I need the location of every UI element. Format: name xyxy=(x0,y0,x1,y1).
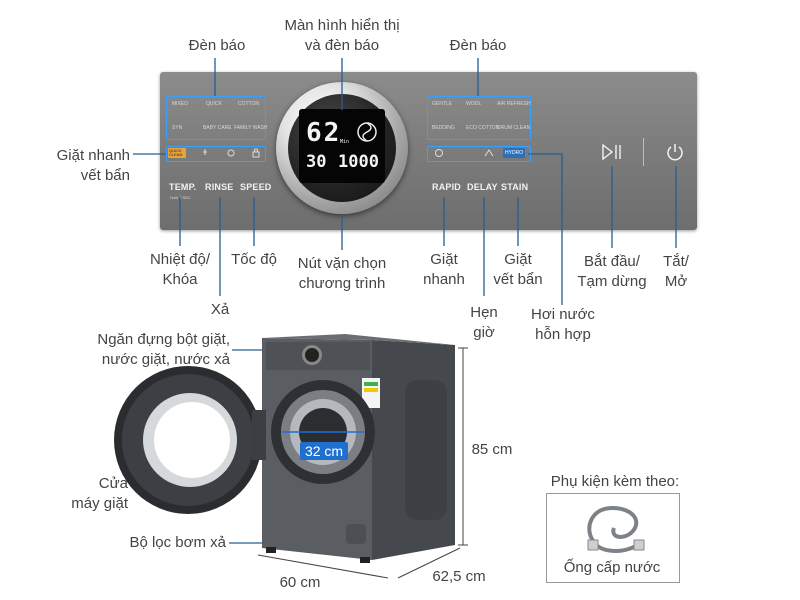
label-temp-line1: Nhiệt độ/ xyxy=(149,251,211,268)
program-gentle: GENTLE xyxy=(432,101,453,107)
rapid-icon xyxy=(435,149,443,157)
label-quick-stain-line1: Giặt nhanh xyxy=(56,147,130,164)
label-door-line1: Cửa xyxy=(98,475,128,492)
program-air-refresh: AIR REFRESH xyxy=(497,101,531,107)
quick-clean-chip-label: QUICK CLEAN xyxy=(169,148,183,157)
label-speed: Tốc độ xyxy=(231,251,277,268)
label-start-line1: Bắt đầu/ xyxy=(584,253,640,270)
dimension-width: 60 cm xyxy=(279,574,321,591)
label-rapid-line2: nhanh xyxy=(423,271,465,288)
label-delay-line1: Hẹn xyxy=(470,304,498,321)
display-min-unit: Min xyxy=(340,139,350,145)
label-power-line1: Tắt/ xyxy=(663,253,689,270)
label-display-line2: và đèn báo xyxy=(304,37,380,54)
display-spin-speed: 1000 xyxy=(338,152,379,172)
spin-icon xyxy=(227,149,235,157)
program-drum-clean: DRUM CLEAN xyxy=(497,125,531,131)
label-indicator-left: Đèn báo xyxy=(188,37,246,54)
label-stain-line2: vết bẩn xyxy=(493,271,543,288)
hydro-chip[interactable] xyxy=(503,148,525,158)
label-power-line2: Mở xyxy=(664,273,688,290)
label-detergent-line1: Ngăn đựng bột giặt, xyxy=(97,331,230,348)
program-baby-care: BABY CARE xyxy=(203,125,232,131)
display-time: 62 xyxy=(306,118,342,148)
dimension-height: 85 cm xyxy=(471,441,513,458)
program-bedding: BEDDING xyxy=(432,125,455,131)
label-temp-line2: Khóa xyxy=(162,271,198,288)
indicator-lights-right xyxy=(427,96,531,140)
label-stain-line1: Giặt xyxy=(504,251,532,268)
dimension-depth: 62,5 cm xyxy=(432,568,486,585)
program-syn: SYN xyxy=(172,125,183,131)
power-icon[interactable] xyxy=(665,142,685,162)
program-eco-cotton: ECO COTTON xyxy=(466,125,500,131)
door-diameter-label: 32 cm xyxy=(304,443,344,459)
speed-button[interactable]: SPEED xyxy=(240,182,272,192)
program-wool: WOOL xyxy=(466,101,482,107)
label-pump-filter: Bộ lọc bơm xả xyxy=(129,534,226,551)
delay-icon xyxy=(484,149,494,157)
label-display-line1: Màn hình hiển thị xyxy=(284,17,400,34)
accessory-item-label: Ống cấp nước xyxy=(563,559,661,576)
panel-divider xyxy=(643,138,644,166)
label-steam-line2: hỗn hợp xyxy=(535,326,591,343)
program-quick: QUICK xyxy=(206,101,222,107)
temperature-icon xyxy=(203,149,207,155)
stain-button[interactable]: STAIN xyxy=(501,182,529,192)
program-family-wash: FAMILY WASH xyxy=(234,125,268,131)
door-diameter-badge xyxy=(300,442,348,460)
label-steam-line1: Hơi nước xyxy=(531,306,595,323)
label-indicator-right: Đèn báo xyxy=(449,37,507,54)
delay-button[interactable]: DELAY xyxy=(467,182,498,192)
hydro-chip-label: HYDRO xyxy=(505,150,524,156)
label-quick-stain-line2: vết bẩn xyxy=(80,167,130,184)
label-start-line2: Tạm dừng xyxy=(577,273,647,290)
accessory-title: Phụ kiện kèm theo: xyxy=(550,473,680,490)
control-panel xyxy=(160,72,697,230)
lock-icon xyxy=(252,148,260,158)
rinse-button[interactable]: RINSE xyxy=(205,182,234,192)
play-pause-icon[interactable] xyxy=(601,142,623,162)
water-hose-icon xyxy=(587,505,645,553)
drum-swirl-icon xyxy=(357,122,377,142)
rapid-button[interactable]: RAPID xyxy=(432,182,462,192)
label-rapid-line1: Giặt xyxy=(430,251,458,268)
display-temperature: 30 xyxy=(306,152,327,172)
display-screen xyxy=(299,109,385,183)
program-cotton: COTTON xyxy=(238,101,260,107)
label-delay-line2: giờ xyxy=(473,324,495,341)
program-mixed: MIXED xyxy=(172,101,188,107)
label-knob-line2: chương trình xyxy=(298,275,386,292)
option-strip-left xyxy=(166,146,266,162)
label-door-line2: máy giặt xyxy=(71,495,128,512)
indicator-lights-left xyxy=(166,96,266,140)
quick-clean-chip[interactable] xyxy=(168,148,186,158)
temp-button[interactable]: TEMP. xyxy=(169,182,197,192)
label-knob-line1: Nút vặn chọn xyxy=(297,255,387,272)
label-rinse: Xả xyxy=(210,301,230,318)
label-detergent-line2: nước giặt, nước xả xyxy=(101,351,230,368)
